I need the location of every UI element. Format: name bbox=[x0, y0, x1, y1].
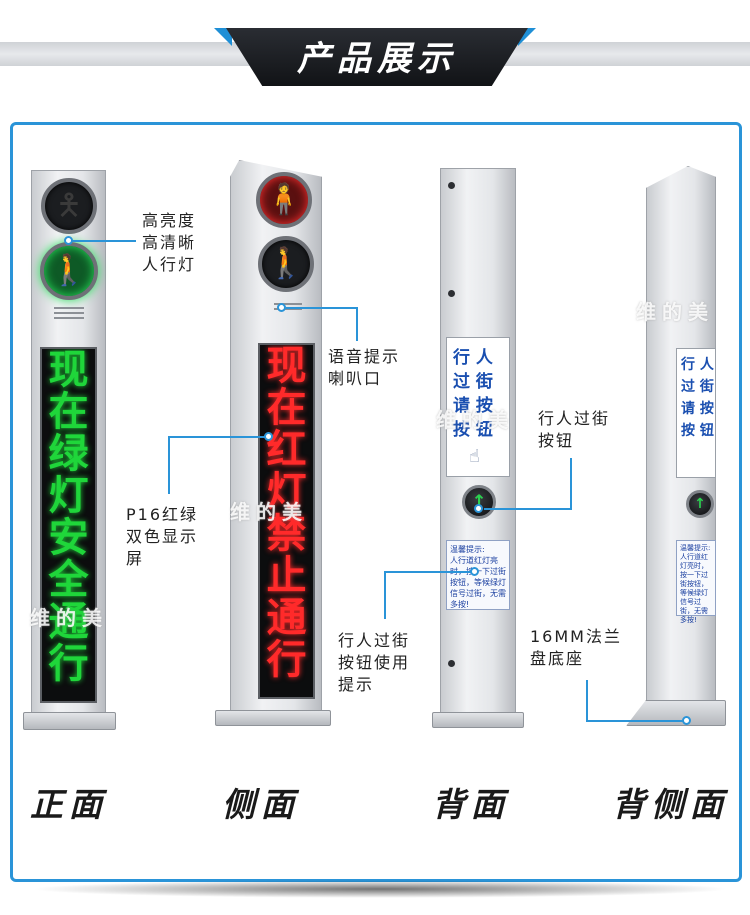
back-notice-title: 温馨提示: bbox=[450, 545, 485, 554]
back-lock-4 bbox=[448, 660, 455, 667]
up-arrow-icon-side: ↑ bbox=[694, 496, 706, 512]
side-sign-panel: 行 人 过 街 请 按 按 钮 bbox=[676, 348, 716, 478]
frame-shadow bbox=[30, 880, 730, 898]
front-base bbox=[23, 712, 116, 730]
speaker-callout-dot bbox=[277, 303, 286, 312]
screen-callout-line-h bbox=[168, 436, 266, 438]
watermark-1: 维的美 bbox=[230, 500, 308, 524]
screen-label: P16红绿 双色显示 屏 bbox=[126, 505, 199, 568]
back-base bbox=[432, 712, 524, 728]
watermark-2: 维的美 bbox=[30, 606, 108, 630]
side-base bbox=[215, 710, 331, 726]
back-sign-line-3: 请 按 bbox=[453, 396, 493, 416]
back-notice-panel: 温馨提示: 人行道红灯亮时，按一下过街按钮，等候绿灯信号过街，无需多按! bbox=[446, 540, 510, 610]
base-callout-line-h bbox=[586, 720, 684, 722]
side-notice-panel: 温馨提示: 人行道红灯亮时，按一下过街按钮，等候绿灯信号过街，无需多按! bbox=[676, 540, 716, 624]
walking-person-icon-off: 🚶 bbox=[267, 246, 305, 281]
back-notice-body: 人行道红灯亮时，按一下过街按钮，等候绿灯信号过街，无需多按! bbox=[450, 556, 506, 609]
base-callout-line-v bbox=[586, 680, 588, 722]
speaker-callout-line-h bbox=[286, 307, 358, 309]
button-tip-callout-line-v bbox=[384, 571, 386, 619]
banner: 产品展示 bbox=[226, 28, 528, 86]
caption-back-side: 背侧面 bbox=[612, 785, 729, 824]
back-sign-line-2: 过 街 bbox=[453, 372, 493, 392]
back-lock-2 bbox=[448, 290, 455, 297]
side-sign-line-2: 过 街 bbox=[681, 379, 714, 395]
walking-person-icon: 🚶 bbox=[50, 253, 88, 288]
standing-person-icon: 🯅 bbox=[55, 188, 83, 223]
screen-callout-line-v bbox=[168, 436, 170, 494]
back-lock-1 bbox=[448, 182, 455, 189]
front-red-lamp: 🯅 bbox=[41, 178, 97, 234]
button-callout-line-v bbox=[570, 458, 572, 510]
caption-side: 侧面 bbox=[222, 785, 300, 824]
side-speaker bbox=[274, 300, 302, 313]
side-push-button[interactable]: ↑ bbox=[686, 490, 714, 518]
side-led-screen: 现在红灯禁止通行 bbox=[258, 343, 315, 699]
button-callout-dot bbox=[474, 504, 483, 513]
page-title: 产品展示 bbox=[297, 38, 457, 79]
button-tip-label: 行人过街 按钮使用 提示 bbox=[338, 631, 411, 694]
back-push-button[interactable]: ↑ bbox=[462, 485, 496, 519]
side-red-lamp: 🧍 bbox=[256, 172, 312, 228]
lamp-label: 高亮度 高清晰 人行灯 bbox=[142, 211, 197, 274]
speaker-callout-line-v bbox=[356, 307, 358, 341]
base-label: 16MM法兰 盘底座 bbox=[530, 627, 622, 668]
speaker-label: 语音提示 喇叭口 bbox=[328, 347, 401, 388]
back-sign-line-1: 行 人 bbox=[453, 348, 493, 368]
watermark-4: 维的美 bbox=[636, 300, 714, 324]
pointing-hand-icon: ☝ bbox=[469, 446, 480, 467]
button-callout-line-h bbox=[484, 508, 572, 510]
button-label: 行人过街 按钮 bbox=[538, 409, 611, 450]
banner-accent-left bbox=[214, 28, 232, 46]
front-speaker bbox=[54, 304, 84, 322]
watermark-3: 维的美 bbox=[436, 408, 514, 432]
side-green-lamp: 🚶 bbox=[258, 236, 314, 292]
side-sign-line-1: 行 人 bbox=[681, 357, 714, 373]
side-sign-line-4: 按 钮 bbox=[681, 423, 714, 439]
front-led-text: 现在绿灯安全通行 bbox=[48, 347, 89, 687]
back-sign-line-4: 按 钮 bbox=[453, 420, 493, 440]
back-sign-panel: 行 人 过 街 请 按 按 钮 ☝ bbox=[446, 337, 510, 477]
side-notice-title: 温馨提示: bbox=[680, 544, 711, 552]
standing-person-icon-red: 🧍 bbox=[265, 182, 303, 217]
product-frame bbox=[10, 122, 742, 882]
front-led-screen: 现在绿灯安全通行 bbox=[40, 347, 97, 703]
side-led-text: 现在红灯禁止通行 bbox=[266, 343, 307, 683]
side-notice-body: 人行道红灯亮时，按一下过街按钮，等候绿灯信号过街，无需多按! bbox=[680, 553, 708, 624]
front-green-lamp: 🚶 bbox=[40, 242, 98, 300]
side-sign-line-3: 请 按 bbox=[681, 401, 714, 417]
caption-front: 正面 bbox=[30, 785, 108, 824]
button-tip-callout-line-h bbox=[384, 571, 472, 573]
caption-back: 背面 bbox=[432, 785, 510, 824]
lamp-callout-line bbox=[72, 240, 136, 242]
